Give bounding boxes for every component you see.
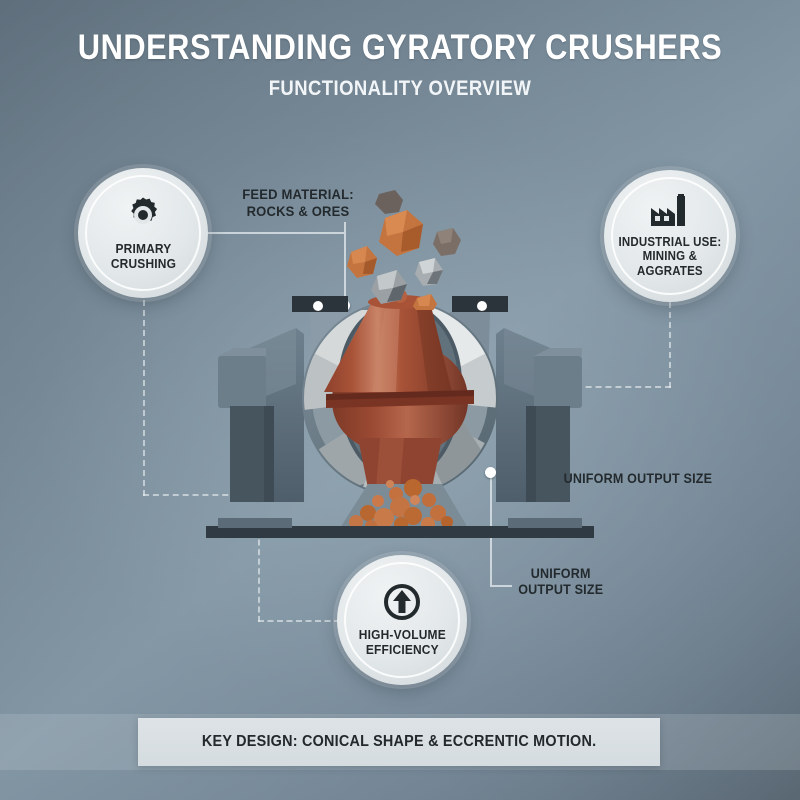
- anchor-dot: [477, 301, 487, 311]
- page-title: UNDERSTANDING GYRATORY CRUSHERS: [77, 28, 723, 67]
- badge-industrial-use[interactable]: INDUSTRIAL USE: MINING & AGGRATES: [604, 170, 736, 302]
- connector-segment: [143, 494, 258, 496]
- rock-tiny-orange: [413, 294, 437, 310]
- rock-dark-gray-right: [433, 228, 461, 256]
- rock-large-orange: [379, 210, 423, 256]
- callout-uniform-output-right: UNIFORM OUTPUT SIZE: [563, 471, 713, 486]
- connector-segment: [140, 232, 344, 234]
- page-subtitle: FUNCTIONALITY OVERVIEW: [268, 77, 532, 100]
- connector-segment: [143, 300, 145, 496]
- badge-high-volume-efficiency[interactable]: HIGH-VOLUME EFFICIENCY: [337, 555, 467, 685]
- falling-feed-rocks: [347, 190, 461, 310]
- footer-banner: KEY DESIGN: CONICAL SHAPE & ECCRENTIC MO…: [138, 718, 660, 766]
- factory-icon: [649, 194, 691, 228]
- badge-label: HIGH-VOLUME EFFICIENCY: [358, 626, 446, 657]
- arrow-up-circle-icon: [383, 583, 421, 621]
- footer-text: KEY DESIGN: CONICAL SHAPE & ECCRENTIC MO…: [201, 733, 597, 750]
- anchor-dot: [313, 301, 323, 311]
- callout-feed-material: FEED MATERIAL: ROCKS & ORES: [242, 186, 354, 219]
- base-plate: [206, 526, 594, 538]
- connector-endpoint-dot: [485, 467, 496, 478]
- badge-primary-crushing[interactable]: PRIMARY CRUSHING: [78, 168, 208, 298]
- badge-label: PRIMARY CRUSHING: [110, 240, 176, 271]
- rock-dark-top: [375, 190, 403, 214]
- crusher-frame-left: [218, 328, 304, 502]
- rock-gray-lower: [371, 270, 407, 304]
- rock-small-orange-left: [347, 246, 377, 278]
- callout-uniform-output-bottom: UNIFORM OUTPUT SIZE: [518, 566, 604, 597]
- gear-icon: [123, 195, 163, 235]
- crusher-frame-right: [496, 328, 582, 502]
- connector-segment: [344, 222, 346, 304]
- connector-segment: [258, 530, 260, 622]
- rock-light-gray: [415, 258, 443, 286]
- connector-segment: [669, 302, 671, 388]
- gyratory-crusher-illustration: [206, 289, 594, 538]
- connector-segment: [258, 620, 340, 622]
- connector-segment: [490, 585, 512, 587]
- connector-segment: [546, 386, 671, 388]
- header: UNDERSTANDING GYRATORY CRUSHERS FUNCTION…: [0, 30, 800, 99]
- conical-mantle: [324, 289, 474, 488]
- badge-label: INDUSTRIAL USE: MINING & AGGRATES: [618, 235, 722, 278]
